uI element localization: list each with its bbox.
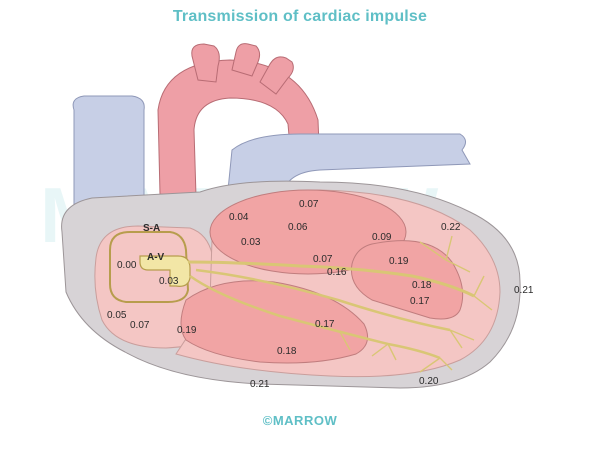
left-subclavian-artery — [259, 56, 294, 95]
time-label: 0.03 — [241, 237, 261, 248]
time-label: 0.03 — [159, 276, 179, 287]
time-label: 0.21 — [250, 379, 270, 390]
left-carotid-artery — [231, 43, 261, 77]
time-label: 0.05 — [107, 310, 127, 321]
av-node-label: A-V — [147, 252, 165, 263]
marrow-logo: ©MARROW — [262, 413, 338, 428]
time-label: 0.09 — [372, 232, 392, 243]
left-bundle-branch — [195, 268, 451, 332]
pulmonary-artery — [227, 133, 471, 197]
time-label: 0.20 — [419, 376, 439, 387]
right-bundle-branch — [189, 274, 441, 360]
aortic-arch — [157, 59, 321, 197]
time-label: 0.19 — [389, 256, 409, 267]
time-label: 0.17 — [315, 319, 335, 330]
av-node — [139, 255, 191, 287]
time-label: 0.22 — [441, 222, 461, 233]
brachiocephalic-artery — [191, 43, 220, 83]
superior-vena-cava — [72, 95, 145, 219]
time-label: 0.06 — [288, 222, 308, 233]
time-label: 0.07 — [313, 254, 333, 265]
page-title: Transmission of cardiac impulse — [172, 8, 428, 25]
time-label: 0.04 — [229, 212, 249, 223]
time-label: 0.18 — [277, 346, 297, 357]
bundle-of-his — [187, 260, 475, 298]
left-ventricle-cavity — [350, 240, 464, 320]
time-label: 0.07 — [130, 320, 150, 331]
time-label: 0.18 — [412, 280, 432, 291]
time-label: 0.07 — [299, 199, 319, 210]
time-label: 0.21 — [514, 285, 534, 296]
purkinje-fibers — [339, 235, 493, 373]
time-label: 0.00 — [117, 260, 137, 271]
right-ventricle-cavity — [180, 280, 369, 364]
time-label: 0.17 — [410, 296, 430, 307]
sa-node-label: S-A — [143, 223, 161, 234]
time-label: 0.19 — [177, 325, 197, 336]
time-label: 0.16 — [327, 267, 347, 278]
